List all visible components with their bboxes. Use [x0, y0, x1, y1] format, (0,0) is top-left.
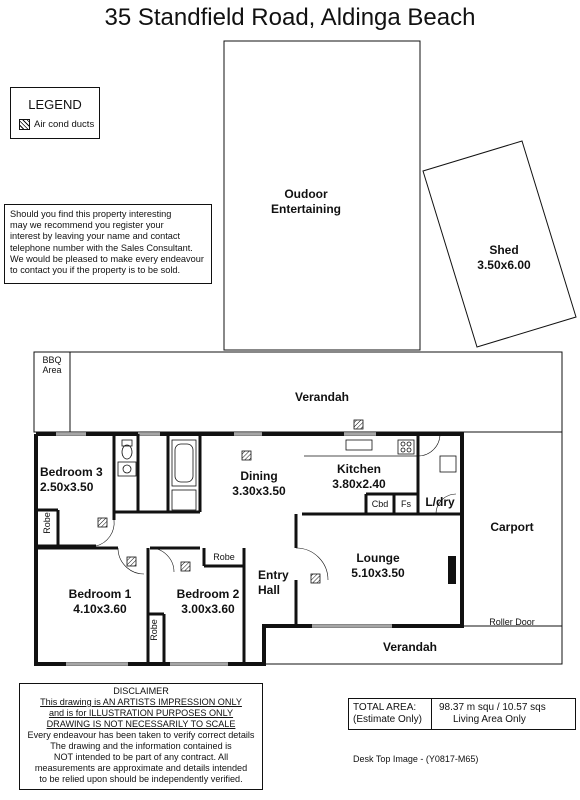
- room-kitchen: Kitchen 3.80x2.40: [324, 462, 394, 492]
- exterior-walls: [34, 432, 464, 666]
- room-outdoor-entertaining: Oudoor Entertaining: [264, 187, 348, 217]
- roller-door-label: Roller Door: [489, 617, 535, 627]
- legend-title: LEGEND: [28, 97, 82, 112]
- disclaimer-line: DRAWING IS NOT NECESSARILY TO SCALE: [46, 719, 236, 729]
- room-name: BBQ: [42, 355, 62, 365]
- heater: [448, 556, 456, 584]
- page-title: 35 Standfield Road, Aldinga Beach: [104, 4, 476, 31]
- notice-line: We would be pleased to make every endeav…: [10, 253, 204, 264]
- notice-line: may we recommend you register your: [10, 220, 164, 231]
- door-swings: [95, 433, 457, 581]
- notice-box: Should you find this property interestin…: [4, 204, 212, 284]
- room-name: Shed: [489, 243, 519, 257]
- room-size: 2.50x3.50: [40, 480, 94, 494]
- room-bedroom-2: Bedroom 2 3.00x3.60: [170, 587, 246, 617]
- room-name-line2: Hall: [258, 583, 281, 597]
- total-area-label: TOTAL AREA: (Estimate Only): [353, 702, 422, 726]
- room-shed: Shed 3.50x6.00: [466, 243, 542, 273]
- room-size: 3.30x3.50: [232, 484, 286, 498]
- room-cbd: Cbd: [371, 499, 389, 509]
- footer-text: Desk Top Image - (Y0817-M65): [353, 754, 479, 764]
- disclaimer-line: NOT intended to be part of any contract.…: [53, 752, 229, 762]
- outdoor-entertaining-outline: [223, 40, 421, 351]
- room-robe-bedroom-1: Robe: [149, 619, 159, 641]
- notice-line: interest by leaving your name and contac…: [10, 231, 181, 242]
- room-robe-bedroom-2: Robe: [213, 552, 235, 562]
- room-fs: Fs: [401, 499, 411, 509]
- legend-box: LEGEND Air cond ducts: [10, 87, 100, 139]
- air-cond-ducts: [97, 419, 364, 584]
- room-verandah-top: Verandah: [294, 390, 350, 404]
- room-entry-hall: Entry Hall: [258, 568, 298, 598]
- room-size: 5.10x3.50: [351, 566, 405, 580]
- room-name: Oudoor: [284, 187, 328, 201]
- legend-item-label: Air cond ducts: [34, 119, 95, 130]
- notice-line: telephone number with the Sales Consulta…: [10, 242, 193, 253]
- room-name: Lounge: [356, 551, 400, 565]
- disclaimer-line: The drawing and the information containe…: [50, 741, 232, 751]
- total-area-value: 98.37 m squ / 10.57 sqs Living Area Only: [439, 702, 546, 726]
- total-area-value-line2: Living Area Only: [453, 714, 526, 725]
- notice-line: to contact you if the property is to be …: [10, 265, 181, 276]
- room-bedroom-3: Bedroom 3 2.50x3.50: [40, 465, 112, 495]
- total-area-value-line1: 98.37 m squ / 10.57 sqs: [439, 702, 546, 713]
- disclaimer-line: measurements are approximate and details…: [34, 763, 248, 773]
- fixtures: [117, 439, 457, 511]
- air-duct-icon: [19, 119, 30, 130]
- disclaimer-box: DISCLAIMER This drawing is AN ARTISTS IM…: [19, 683, 263, 790]
- shed-outline: [422, 140, 577, 348]
- room-verandah-bottom: Verandah: [382, 640, 438, 654]
- total-area-divider: [431, 699, 432, 729]
- room-lounge: Lounge 5.10x3.50: [340, 551, 416, 581]
- room-size: 4.10x3.60: [73, 602, 127, 616]
- room-bbq-area: BBQ Area: [36, 355, 68, 375]
- room-laundry: L/dry: [425, 495, 455, 509]
- disclaimer-line: and is for ILLUSTRATION PURPOSES ONLY: [48, 708, 234, 718]
- total-area-label-line2: (Estimate Only): [353, 714, 422, 725]
- room-size: 3.50x6.00: [477, 258, 531, 272]
- room-name: Bedroom 1: [68, 587, 132, 601]
- total-area-box: TOTAL AREA: (Estimate Only) 98.37 m squ …: [348, 698, 576, 730]
- room-name-line2: Area: [42, 365, 62, 375]
- room-size: 3.00x3.60: [181, 602, 235, 616]
- room-name: Bedroom 3: [40, 465, 103, 479]
- room-name: Bedroom 2: [176, 587, 240, 601]
- notice-line: Should you find this property interestin…: [10, 209, 172, 219]
- window-lines: [56, 433, 392, 665]
- room-name-line2: Entertaining: [270, 202, 341, 216]
- disclaimer-line: Every endeavour has been taken to verify…: [27, 730, 255, 740]
- interior-walls: [36, 434, 462, 664]
- legend-item: Air cond ducts: [19, 119, 94, 130]
- room-size: 3.80x2.40: [332, 477, 386, 491]
- room-bedroom-1: Bedroom 1 4.10x3.60: [62, 587, 138, 617]
- room-name: Entry: [258, 568, 289, 582]
- room-dining: Dining 3.30x3.50: [224, 469, 294, 499]
- disclaimer-line: to be relied upon should be independentl…: [39, 774, 243, 784]
- disclaimer-title: DISCLAIMER: [113, 686, 169, 696]
- room-robe-bedroom-3: Robe: [42, 512, 52, 534]
- disclaimer-line: This drawing is AN ARTISTS IMPRESSION ON…: [40, 697, 242, 707]
- room-carport: Carport: [490, 520, 534, 534]
- total-area-label-line1: TOTAL AREA:: [353, 702, 417, 713]
- room-name: Dining: [240, 469, 278, 483]
- room-name: Kitchen: [336, 462, 381, 476]
